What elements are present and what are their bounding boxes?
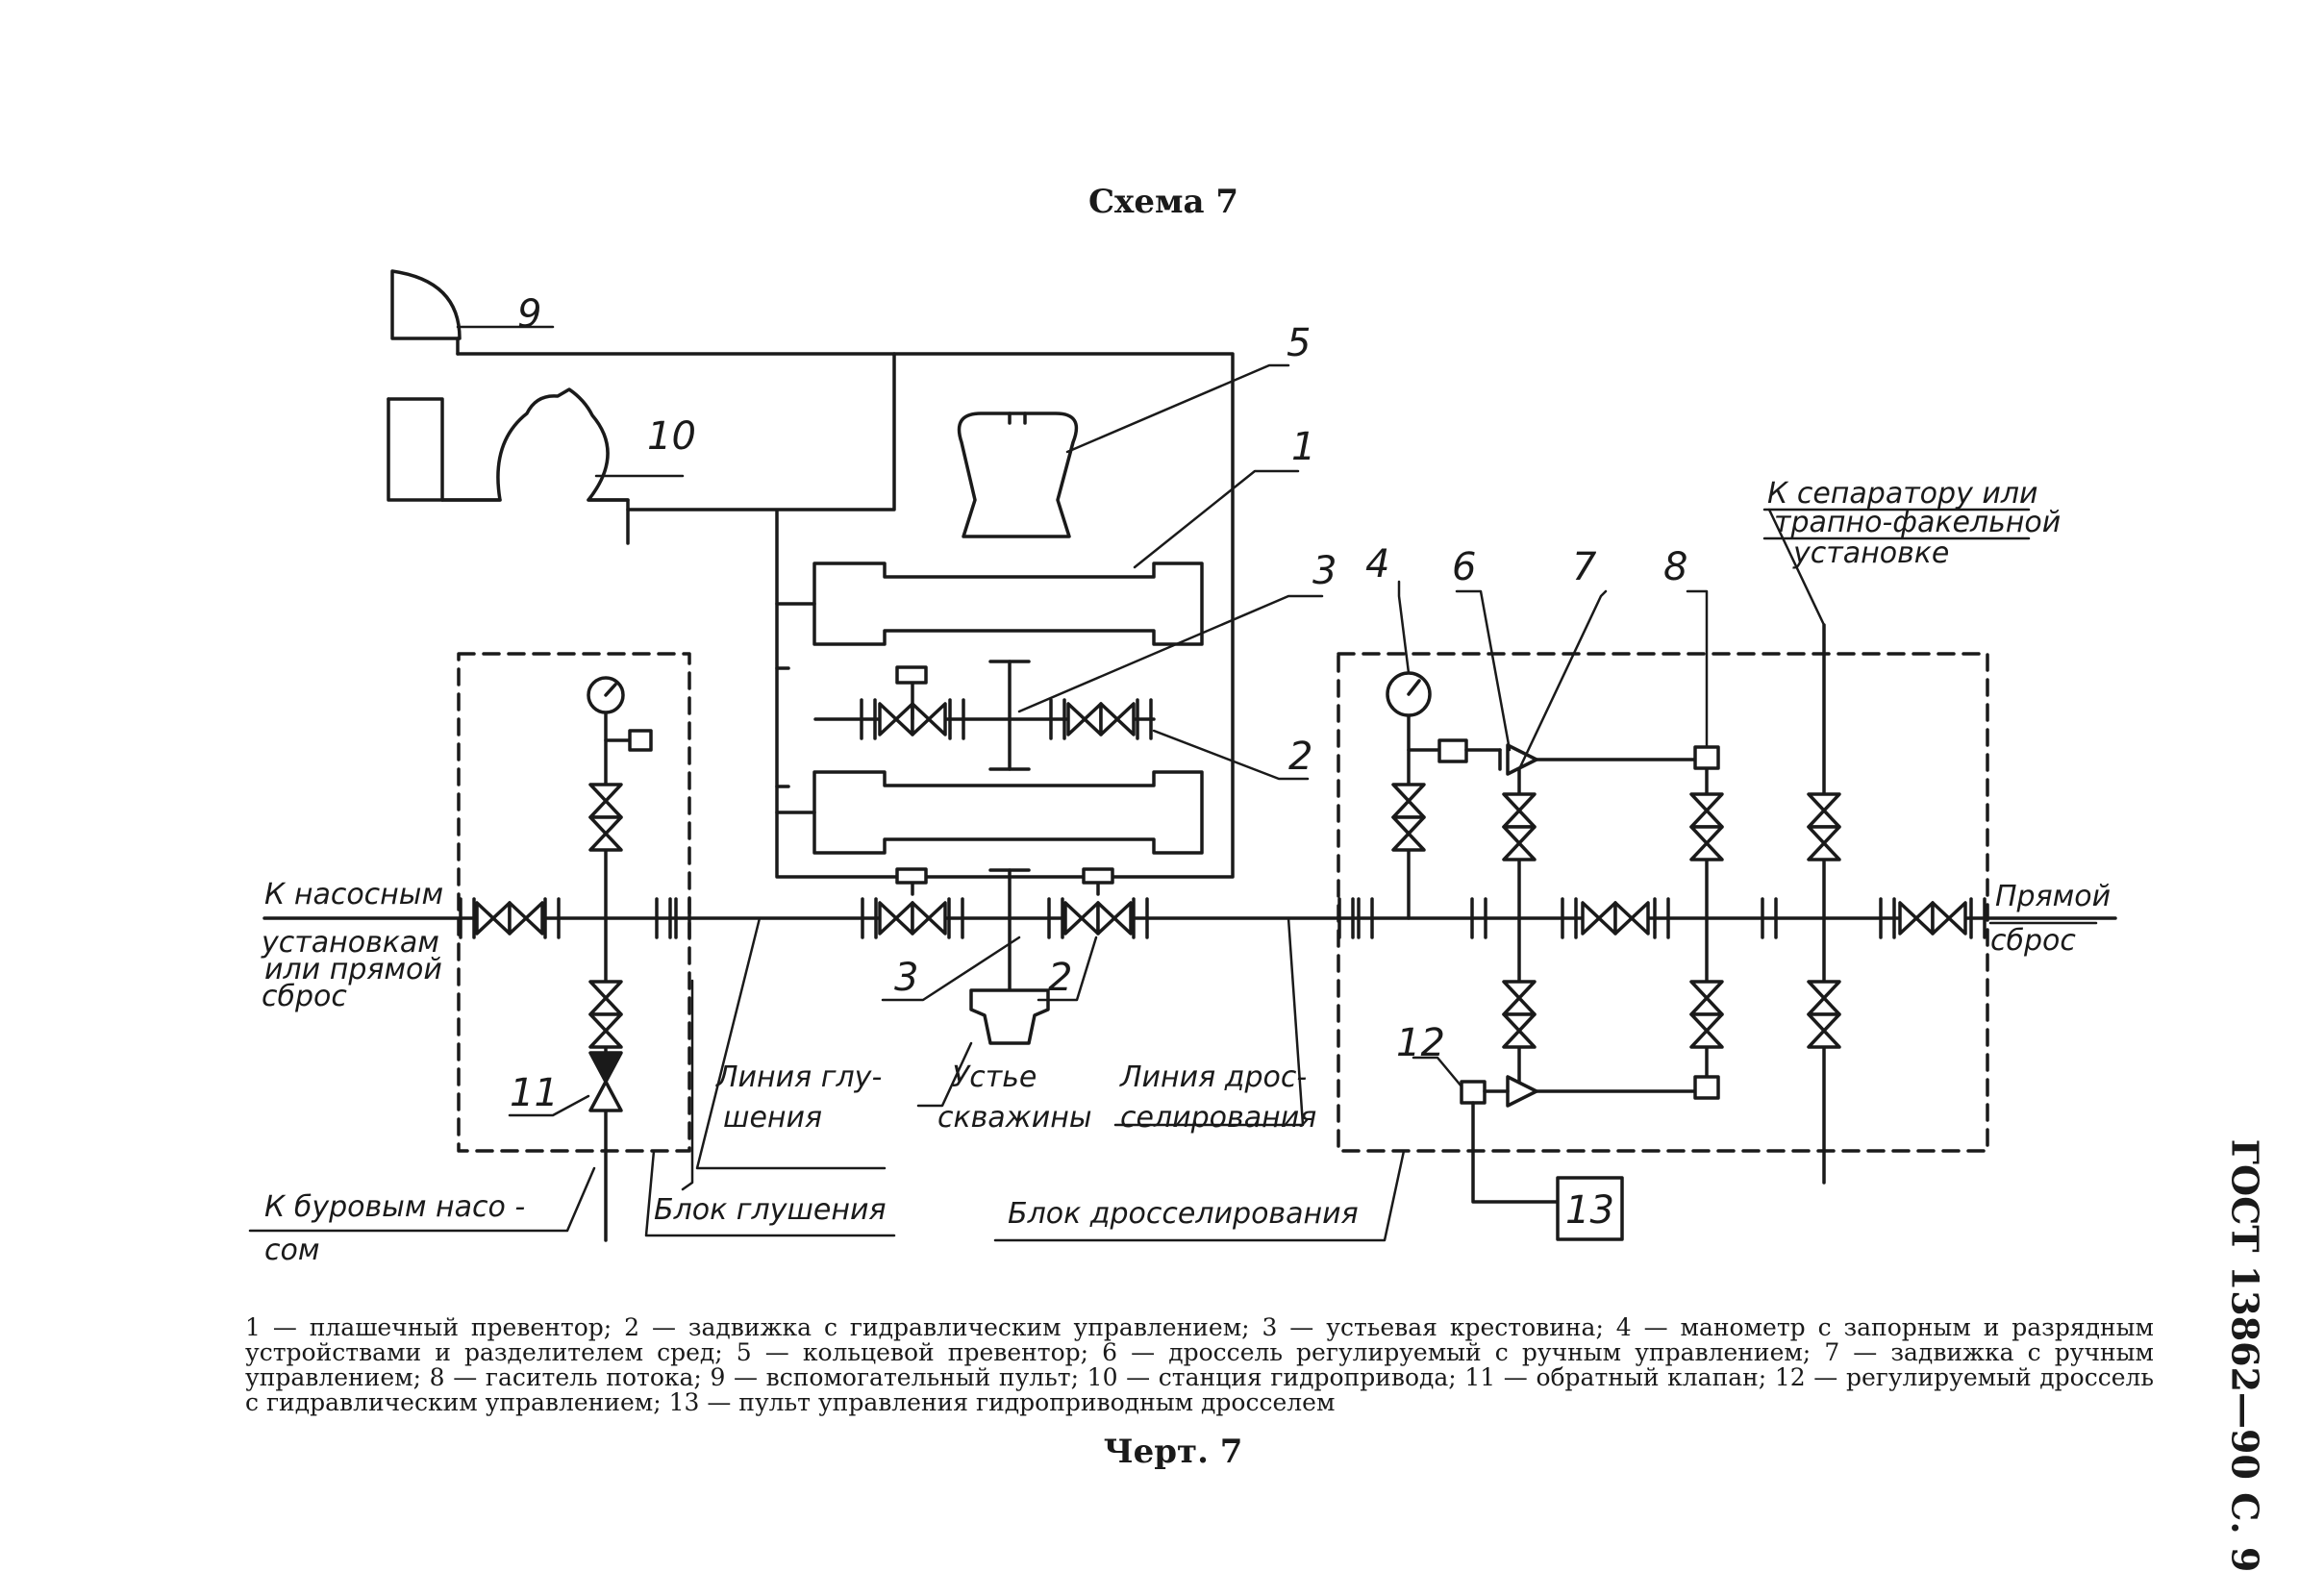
label-kill-line-2: шения xyxy=(723,1101,822,1135)
num-4: 4 xyxy=(1365,542,1389,586)
label-kill-line-1: Линия глу- xyxy=(715,1060,882,1094)
label-choke-line-1: Линия дрос- xyxy=(1119,1060,1307,1094)
num-7: 7 xyxy=(1572,545,1597,589)
num-8: 8 xyxy=(1663,545,1687,589)
label-wellhead-2: скважины xyxy=(937,1101,1092,1135)
num-9: 9 xyxy=(517,292,541,337)
hydraulic-station-10 xyxy=(387,387,630,545)
num-2-lower: 2 xyxy=(1048,956,1072,1000)
label-choke-line-2: селирования xyxy=(1120,1101,1316,1135)
label-pumps-4: сброс xyxy=(262,980,347,1013)
label-wellhead-1: Устье xyxy=(952,1060,1037,1094)
main-flow-line xyxy=(262,867,2117,1045)
label-drill-2: сом xyxy=(264,1234,319,1267)
auxiliary-panel-9 xyxy=(390,269,462,356)
num-2-upper: 2 xyxy=(1288,735,1312,779)
side-page-note-text: ГОСТ 13862—90 С. 9 xyxy=(2223,1138,2267,1572)
ram-preventer-1-upper xyxy=(775,561,1204,646)
num-12: 12 xyxy=(1396,1021,1445,1065)
choke-block-piping xyxy=(1386,623,1841,1241)
num-13: 13 xyxy=(1565,1188,1614,1233)
label-pumps-3: или прямой xyxy=(264,953,442,986)
num-5: 5 xyxy=(1287,321,1311,365)
ram-preventer-1-lower xyxy=(775,770,1204,855)
scheme-title: Схема 7 xyxy=(1087,183,1239,221)
label-kill-block: Блок глушения xyxy=(654,1193,887,1227)
label-separator-2: трапно-факельной xyxy=(1774,506,2061,539)
label-separator-1: К сепаратору или xyxy=(1767,477,2038,511)
num-3-lower: 3 xyxy=(894,956,918,1000)
side-page-note: ГОСТ 13862—90 С. 9 xyxy=(2202,1139,2288,1572)
label-separator-3: установке xyxy=(1792,536,1949,570)
legend-text: 1 — плашечный превентор; 2 — задвижка с … xyxy=(245,1313,2154,1416)
num-1: 1 xyxy=(1291,425,1315,469)
label-pumps-2: установкам xyxy=(261,926,439,960)
num-6: 6 xyxy=(1452,545,1476,589)
label-choke-block: Блок дросселирования xyxy=(1008,1197,1359,1231)
kill-block-piping xyxy=(587,676,653,1242)
num-11: 11 xyxy=(510,1071,559,1115)
figure-caption: Черт. 7 xyxy=(1103,1433,1243,1471)
annular-preventer-5 xyxy=(957,412,1079,538)
num-3-upper: 3 xyxy=(1312,549,1337,593)
num-10: 10 xyxy=(647,414,696,459)
label-drill-1: К буровым насо - xyxy=(264,1190,525,1224)
leader-lines xyxy=(248,325,2112,1242)
kill-block-frame xyxy=(457,652,691,1153)
control-line xyxy=(626,352,1235,879)
label-pumps-1: К насосным xyxy=(264,878,443,911)
label-direct-2: сброс xyxy=(1990,924,2076,958)
label-direct-1: Прямой xyxy=(1995,880,2111,913)
choke-block-frame xyxy=(1337,652,1989,1153)
cross-spool-upper xyxy=(813,660,1156,771)
